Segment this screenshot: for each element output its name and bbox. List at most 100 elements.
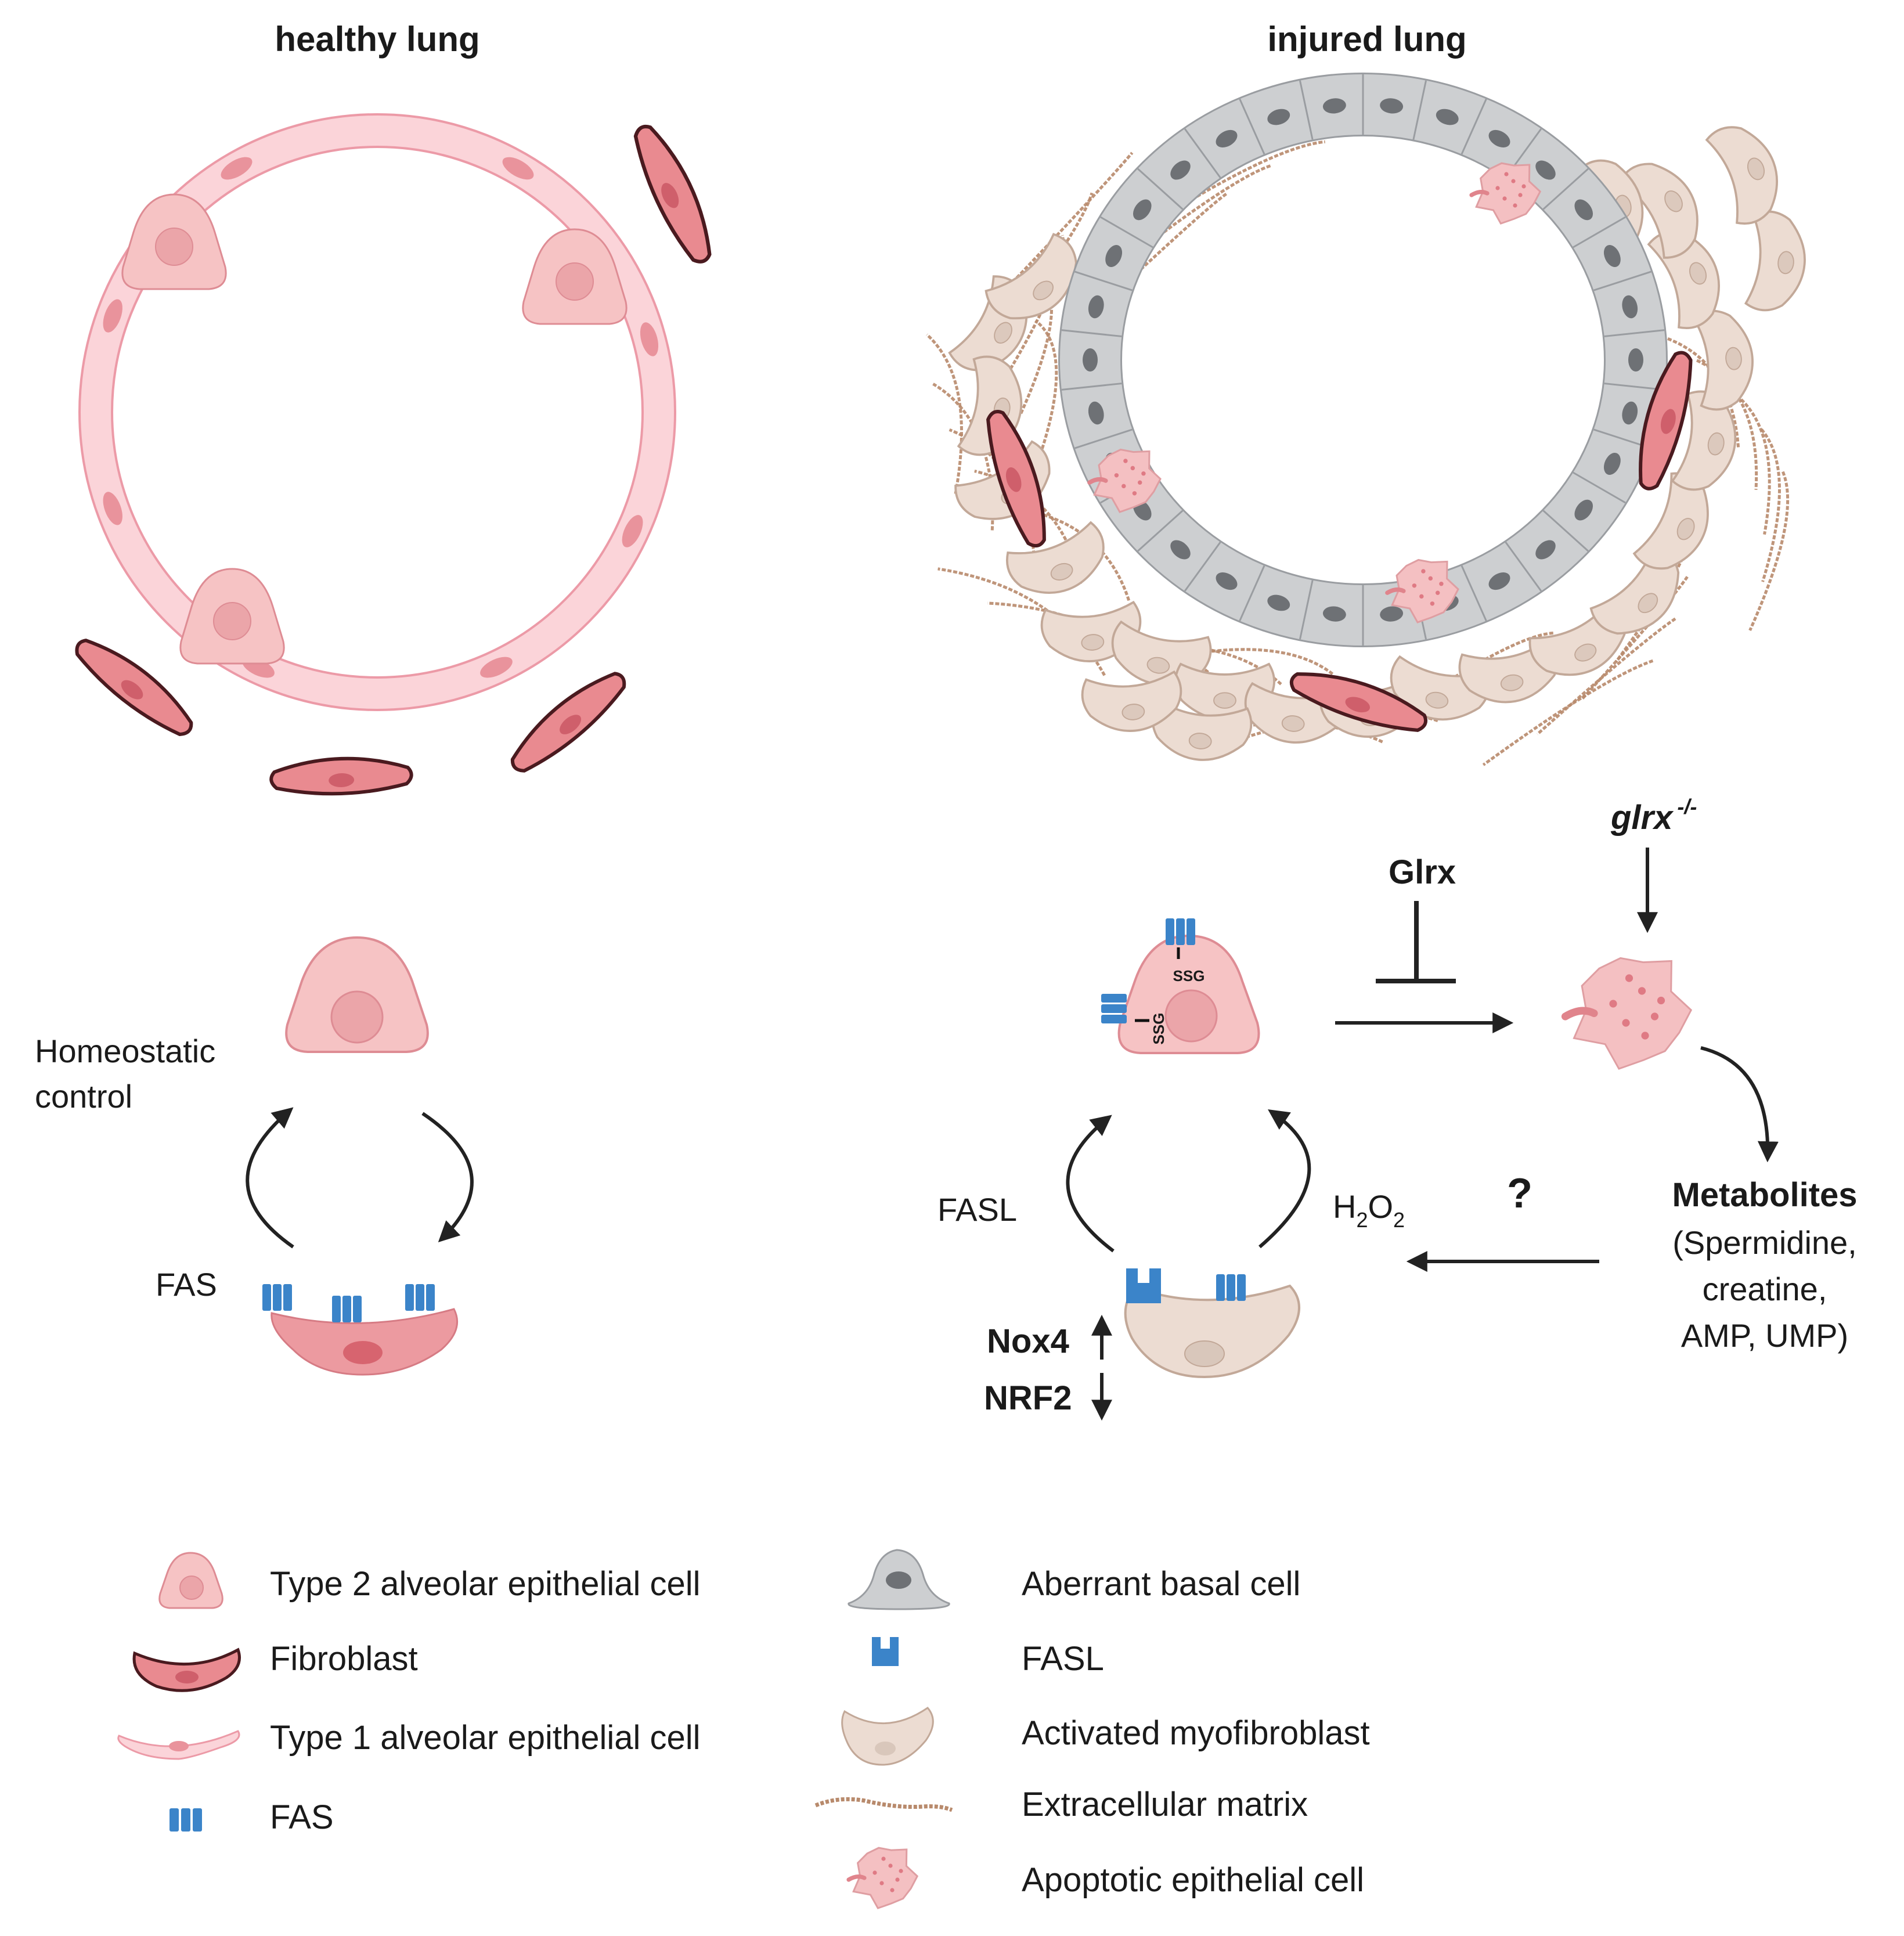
basal-cell-border (1542, 510, 1589, 552)
metabolites-title: Metabolites (1672, 1176, 1857, 1214)
fibroblast-cell (1289, 672, 1427, 732)
arrow-type2-to-fibroblast (421, 1112, 474, 1242)
basal-cell-nucleus (1622, 401, 1638, 425)
basal-cell-border (1074, 271, 1133, 291)
myofibroblast-cell (1744, 210, 1806, 312)
glrx-knockout-label: glrx-/- (1610, 795, 1697, 837)
myofibroblast-cell (1151, 699, 1253, 761)
fas-receptor (1166, 918, 1195, 945)
basal-cell-nucleus (1088, 401, 1104, 425)
type1-cell-icon (117, 1730, 240, 1760)
myofibroblast-icon (841, 1707, 934, 1766)
question-mark: ? (1507, 1170, 1532, 1217)
basal-cell-border (1604, 329, 1665, 337)
basal-cell-nucleus (1322, 98, 1346, 114)
myofibroblast-cell (985, 233, 1077, 320)
legend-label-type1: Type 1 alveolar epithelial cell (270, 1719, 701, 1757)
legend-label-fasl: FASL (1022, 1640, 1104, 1678)
matrix-fiber (1748, 471, 1790, 632)
apoptotic-cell (1087, 448, 1162, 513)
ssg-label-top: SSG (1173, 967, 1205, 985)
basal-cell-border (1239, 565, 1265, 622)
legend-label-myofibroblast: Activated myofibroblast (1022, 1714, 1370, 1752)
basal-cell-border (1184, 128, 1221, 178)
fasl-ligand-icon (872, 1637, 899, 1666)
fibroblast-cell (986, 410, 1046, 548)
fas-label: FAS (156, 1266, 217, 1303)
matrix-fiber (1034, 319, 1058, 449)
myofibroblast-receptors (1126, 1268, 1246, 1303)
type2-cell-icon (158, 1552, 223, 1609)
basal-cell-border (1593, 271, 1651, 291)
basal-cell-nucleus (1105, 245, 1123, 268)
fasl-label-cycle: FASL (937, 1191, 1017, 1228)
basal-cell-nucleus (1603, 245, 1621, 268)
healthy-alveolus (75, 113, 712, 796)
fibroblasts-healthy (75, 124, 712, 796)
legend-label-matrix: Extracellular matrix (1022, 1786, 1308, 1823)
basal-cell-border (1239, 98, 1265, 155)
injured-lung-title: injured lung (1267, 20, 1466, 59)
legend-label-type2: Type 2 alveolar epithelial cell (270, 1565, 701, 1603)
injured-cycle: glrx-/- Glrx SSG SSG Metabolites (Spermi… (937, 795, 1858, 1421)
basal-cell-nucleus (1133, 199, 1152, 221)
basal-cell-nucleus (1488, 129, 1510, 148)
basal-cell-nucleus (1380, 606, 1404, 622)
fibroblast-icon (132, 1647, 241, 1692)
arrow-h2o2-to-type2 (1258, 1109, 1311, 1249)
matrix-fiber (926, 333, 963, 494)
apoptotic-cell-icon (846, 1847, 919, 1909)
basal-cell-border (1299, 580, 1314, 640)
type1-cell-nuclei (103, 157, 659, 678)
glrx-label: Glrx (1389, 853, 1456, 891)
basal-cell-border (1412, 80, 1427, 140)
basal-cell-icon (848, 1549, 950, 1610)
apoptotic-cells-injured (1087, 162, 1542, 623)
basal-cell-nucleus (1603, 452, 1621, 475)
aberrant-basal-cell-ring (1058, 73, 1668, 647)
fas-receptor (1101, 994, 1127, 1023)
control-label: control (35, 1078, 132, 1115)
legend-label-fibroblast: Fibroblast (270, 1640, 418, 1678)
basal-cell-border (1184, 542, 1221, 592)
basal-cell-nucleus (1267, 109, 1290, 125)
legend-label-apoptotic: Apoptotic epithelial cell (1022, 1861, 1364, 1899)
h2o2-label: H2O2 (1333, 1188, 1405, 1232)
matrix-fiber (1581, 576, 1689, 701)
myofibroblast-cell (1692, 309, 1754, 411)
basal-cell-border (1137, 168, 1184, 210)
glrx-inhibition-bar (1376, 901, 1456, 983)
myofibroblast-cell (1705, 126, 1778, 225)
nox4-label: Nox4 (987, 1322, 1069, 1360)
basal-cell-nucleus (1083, 348, 1098, 372)
basal-cell-nucleus (1628, 348, 1643, 372)
ssg-label-side: SSG (1150, 1013, 1167, 1045)
metabolites-line-3: AMP, UMP) (1681, 1317, 1848, 1354)
fas-receptor-icon (170, 1808, 202, 1832)
basal-cell-nucleus (1088, 295, 1104, 319)
matrix-fiber (1536, 617, 1676, 736)
metabolites-line-2: creatine, (1703, 1271, 1827, 1307)
type2-cell-injured-cycle (1117, 934, 1260, 1054)
homeostatic-label: Homeostatic (35, 1033, 215, 1069)
basal-cell-nucleus (1622, 295, 1638, 319)
fibroblast-cell (269, 756, 413, 796)
fibroblast-cell (633, 124, 712, 264)
basal-cell-nucleus (1216, 129, 1238, 148)
matrix-fiber (1407, 632, 1553, 709)
basal-cell-border (1074, 428, 1133, 449)
legend-label-basal: Aberrant basal cell (1022, 1565, 1300, 1603)
fas-receptor (1216, 1274, 1246, 1301)
basal-cell-border (1573, 216, 1626, 248)
basal-layer (1060, 74, 1666, 646)
fas-receptor (405, 1284, 435, 1311)
basal-cell-nucleus (1170, 540, 1191, 560)
type2-cell (121, 193, 227, 290)
apoptotic-cell (1561, 957, 1693, 1070)
arrow-fibroblast-to-type2 (246, 1107, 294, 1249)
basal-cell-border (1061, 383, 1122, 391)
basal-cell-border (1461, 98, 1487, 155)
type2-cells-healthy (121, 193, 628, 665)
basal-cell-nucleus (1488, 572, 1510, 590)
